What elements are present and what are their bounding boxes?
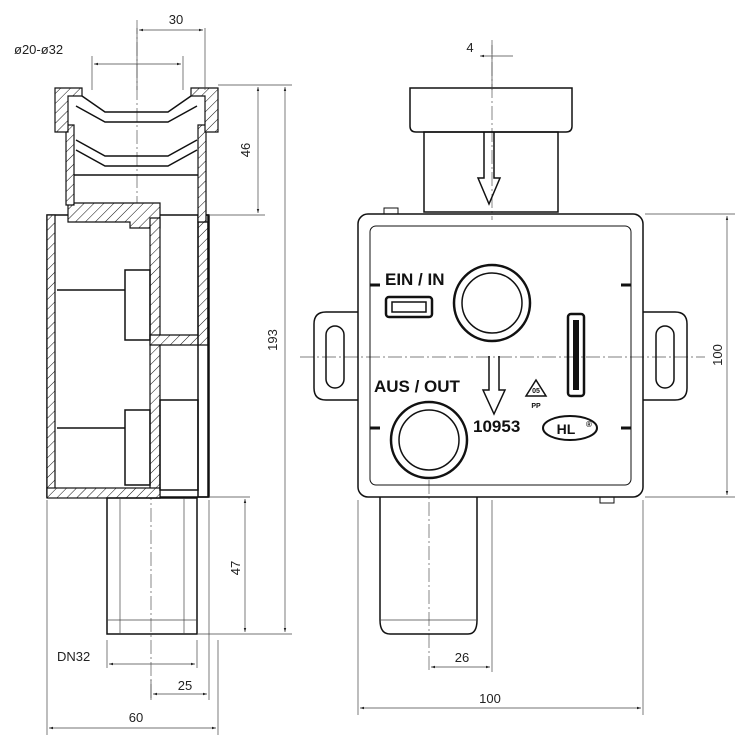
- label-inlet: EIN / IN: [385, 270, 445, 289]
- front-view: EIN / IN AUS / OUT 10953 05 PP HL ®: [300, 40, 735, 715]
- side-outlet-pipe: [106, 497, 198, 635]
- front-right-tab: [643, 311, 688, 401]
- dim-total-depth: 60: [129, 710, 143, 725]
- dim-outlet-height: 47: [228, 561, 243, 575]
- side-outlet: [106, 497, 198, 635]
- side-cap-right: [190, 87, 219, 133]
- side-seal-lip-3: [75, 139, 198, 157]
- front-top-tab: [383, 207, 399, 215]
- side-inner-pipe-lower: [124, 409, 151, 486]
- front-left-slot: [325, 325, 345, 389]
- side-dimensions: 30 ø20-ø32 46 193 47 DN32: [14, 12, 292, 735]
- front-outlet: [379, 497, 478, 635]
- label-brand-mark: ®: [586, 420, 592, 429]
- side-bottom-wall: [46, 487, 161, 499]
- side-seal-lip-1: [81, 95, 192, 113]
- side-outlet-socket: [159, 399, 199, 491]
- front-dimensions: 4 100 26 100: [357, 40, 735, 715]
- side-inlet-left-wall: [65, 124, 75, 206]
- dim-hose-range: ø20-ø32: [14, 42, 63, 57]
- side-inlet: [54, 87, 219, 223]
- side-cap-left: [54, 87, 83, 133]
- front-outlet-pipe: [379, 497, 478, 635]
- dim-width: 100: [479, 691, 501, 706]
- dim-height: 100: [710, 344, 725, 366]
- front-inlet-port-inner: [461, 272, 523, 334]
- front-right-slot: [655, 325, 675, 389]
- side-body-outline: [46, 214, 210, 498]
- dim-outlet-name: DN32: [57, 649, 90, 664]
- brand-logo: HL ®: [542, 415, 598, 441]
- front-body-outer: [357, 213, 644, 498]
- front-body: EIN / IN AUS / OUT 10953 05 PP HL ®: [313, 207, 688, 504]
- dim-offset: 4: [466, 40, 473, 55]
- label-part-number: 10953: [473, 417, 520, 436]
- front-body-inner: [369, 225, 632, 486]
- side-seal-lip-2: [75, 105, 198, 123]
- side-view: 30 ø20-ø32 46 193 47 DN32: [14, 12, 292, 735]
- front-window-inner: [391, 301, 427, 313]
- front-inlet-tube: [423, 131, 559, 213]
- side-seal-lip-4: [75, 149, 198, 167]
- front-bottom-tab: [599, 496, 615, 504]
- side-top-wall: [67, 202, 161, 229]
- front-vertical-slot: [566, 312, 586, 398]
- label-recycle-code: 05: [532, 388, 540, 395]
- dim-inlet-height: 46: [238, 143, 253, 157]
- front-inlet-arrow: [476, 132, 502, 206]
- front-vertical-slot-inner: [573, 320, 579, 390]
- front-inlet-port-outer: [452, 263, 532, 343]
- dim-outlet-width: 25: [178, 678, 192, 693]
- front-flow-arrow: [481, 356, 507, 416]
- dim-outlet-offset: 26: [455, 650, 469, 665]
- dim-total-height: 193: [265, 329, 280, 351]
- front-inlet-cap: [409, 87, 573, 133]
- side-inner-wall: [149, 217, 161, 499]
- front-outlet-port-inner: [398, 409, 460, 471]
- label-brand: HL: [557, 421, 576, 437]
- front-window: [384, 295, 434, 319]
- side-inlet-right-wall: [197, 124, 207, 223]
- recycle-icon: 05 PP: [524, 378, 548, 410]
- label-outlet: AUS / OUT: [374, 377, 461, 396]
- front-outlet-port-outer: [389, 400, 469, 480]
- front-inlet: [409, 87, 573, 213]
- side-left-wall: [46, 214, 56, 498]
- dim-top-width: 30: [169, 12, 183, 27]
- side-body: [46, 202, 210, 499]
- side-inner-pipe: [124, 269, 151, 341]
- label-material: PP: [531, 403, 541, 410]
- front-left-tab: [313, 311, 358, 401]
